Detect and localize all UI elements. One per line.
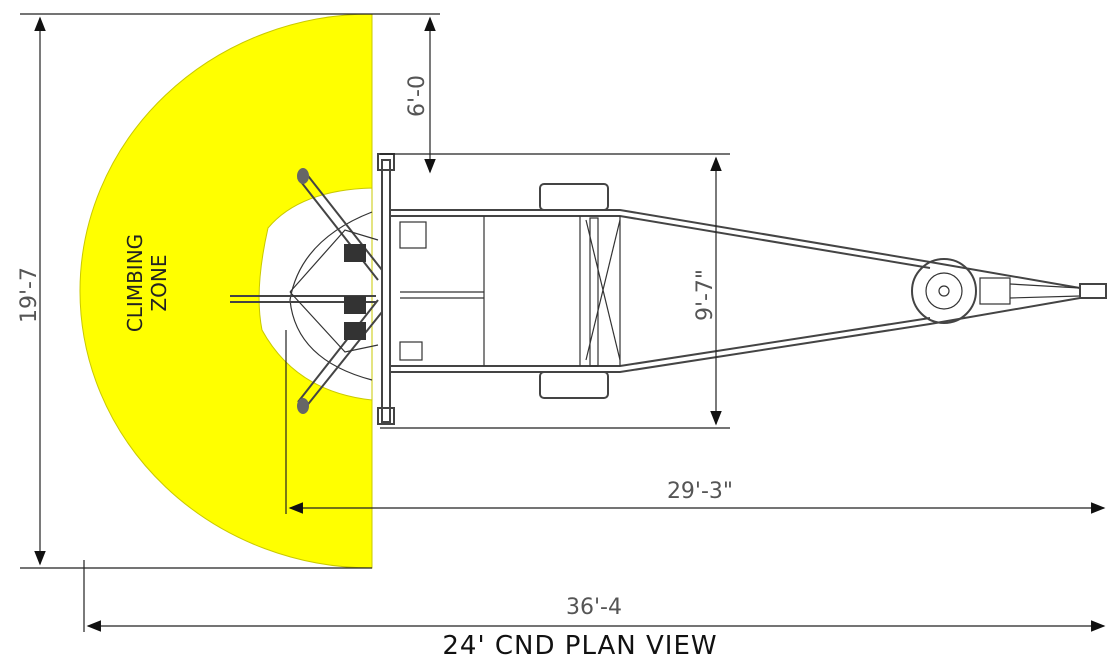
cylinder-1	[344, 244, 366, 262]
zone-label-line-2: ZONE	[147, 254, 171, 311]
zone-label-line-1: CLIMBING	[123, 234, 147, 332]
spare-tire	[911, 258, 977, 324]
dim-frame-width-text: 9'-7"	[693, 269, 718, 321]
extension-lines	[20, 13, 730, 632]
outrigger-pad-bottom	[377, 407, 395, 425]
cylinder-3	[344, 322, 366, 340]
dim-overall-width-text: 19'-7	[17, 267, 42, 323]
hitch	[979, 277, 1107, 305]
climbing-zone-label: CLIMBING ZONE	[123, 234, 171, 332]
dim-zone-depth-text: 6'-0	[405, 75, 430, 117]
dim-length-from-zone-text: 29'-3"	[667, 479, 733, 504]
hitch-coupler	[1079, 283, 1107, 299]
drawing-title: 24' CND PLAN VIEW	[442, 631, 717, 661]
boom-assembly	[230, 168, 383, 414]
wheel-bottom	[539, 371, 609, 399]
climbing-zone-area	[79, 13, 373, 569]
inner-swing-arc	[289, 211, 373, 381]
wheel-top	[539, 183, 609, 211]
trailer-frame	[389, 209, 1081, 373]
dimension-lines	[34, 16, 1106, 632]
climbing-zone	[79, 13, 373, 569]
dim-overall-length-text: 36'-4	[566, 595, 622, 620]
cylinder-2	[344, 296, 366, 314]
wheels	[539, 183, 977, 399]
outrigger-pad-top	[377, 153, 395, 171]
outrigger-bar	[377, 153, 395, 425]
